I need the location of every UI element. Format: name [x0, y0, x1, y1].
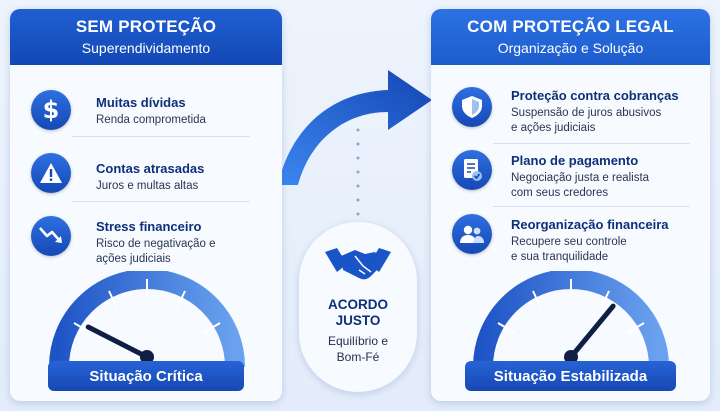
left-panel-title: SEM PROTEÇÃO [75, 17, 217, 36]
right-panel-subtitle: Organização e Solução [497, 40, 644, 56]
left-item-3: Stress financeiro Risco de negativação e… [96, 219, 216, 267]
dollar-icon: $ [31, 90, 71, 130]
right-item-2: Plano de pagamento Negociação justa e re… [511, 153, 649, 201]
center-desc: Equilíbrio e Bom-Fé [299, 333, 417, 365]
right-item-2-desc: Negociação justa e realista com seus cre… [511, 171, 649, 201]
center-desc-line-1: Equilíbrio e [327, 334, 389, 348]
agreement-pill: ACORDO JUSTO Equilíbrio e Bom-Fé [299, 222, 417, 392]
right-item-1-title: Proteção contra cobranças [511, 88, 679, 103]
divider [493, 143, 690, 144]
left-item-2-title: Contas atrasadas [96, 161, 205, 176]
left-item-3-desc-line-2: ações judiciais [96, 253, 171, 265]
right-item-3-desc: Recupere seu controle e sua tranquilidad… [511, 235, 669, 265]
right-item-3-desc-line-2: e sua tranquilidade [511, 251, 609, 263]
left-gauge [49, 271, 245, 368]
divider [72, 136, 250, 137]
divider [72, 201, 250, 202]
dotted-separator [356, 128, 360, 216]
left-status-badge: Situação Crítica [48, 361, 244, 391]
left-item-3-title: Stress financeiro [96, 219, 202, 234]
right-panel: COM PROTEÇÃO LEGAL Organização e Solução… [431, 9, 710, 401]
left-panel-subtitle: Superendividamento [81, 40, 211, 56]
right-gauge [473, 271, 669, 368]
right-item-1-desc-line-1: Suspensão de juros abusivos [511, 107, 662, 119]
right-item-3: Reorganização financeira Recupere seu co… [511, 217, 669, 265]
left-item-1: Muitas dívidas Renda comprometida [96, 95, 206, 128]
center-title-line-2: JUSTO [335, 313, 381, 328]
right-item-3-desc-line-1: Recupere seu controle [511, 236, 627, 248]
left-item-1-title: Muitas dívidas [96, 95, 186, 110]
right-item-1: Proteção contra cobranças Suspensão de j… [511, 88, 679, 136]
trend-down-icon [31, 216, 71, 256]
right-item-2-title: Plano de pagamento [511, 153, 639, 168]
right-item-3-title: Reorganização financeira [511, 217, 669, 232]
curved-arrow [278, 70, 432, 185]
shield-icon [452, 87, 492, 127]
left-gauge-needle [85, 324, 150, 360]
center-desc-line-2: Bom-Fé [336, 350, 380, 364]
left-panel-header: SEM PROTEÇÃO Superendividamento [10, 9, 282, 65]
svg-text:$: $ [43, 97, 60, 123]
right-item-1-desc: Suspensão de juros abusivos e ações judi… [511, 106, 679, 136]
right-panel-header: COM PROTEÇÃO LEGAL Organização e Solução [431, 9, 710, 65]
document-check-icon [452, 150, 492, 190]
left-item-2-desc: Juros e multas altas [96, 180, 199, 192]
right-item-2-desc-line-1: Negociação justa e realista [511, 172, 650, 184]
left-panel: SEM PROTEÇÃO Superendividamento $ Muitas… [10, 9, 282, 401]
left-item-1-desc: Renda comprometida [96, 114, 206, 126]
warning-icon [31, 153, 71, 193]
right-gauge-needle [568, 303, 616, 360]
handshake-icon [325, 248, 391, 280]
left-item-3-desc-line-1: Risco de negativação e [96, 238, 216, 250]
right-panel-title: COM PROTEÇÃO LEGAL [467, 17, 674, 36]
center-title: ACORDO JUSTO [299, 297, 417, 329]
center-title-line-1: ACORDO [328, 297, 388, 312]
left-item-2: Contas atrasadas Juros e multas altas [96, 161, 204, 194]
right-item-1-desc-line-2: e ações judiciais [511, 122, 596, 134]
people-icon [452, 214, 492, 254]
right-item-2-desc-line-2: com seus credores [511, 187, 609, 199]
divider [493, 206, 690, 207]
left-item-3-desc: Risco de negativação e ações judiciais [96, 237, 216, 267]
right-status-badge: Situação Estabilizada [465, 361, 676, 391]
